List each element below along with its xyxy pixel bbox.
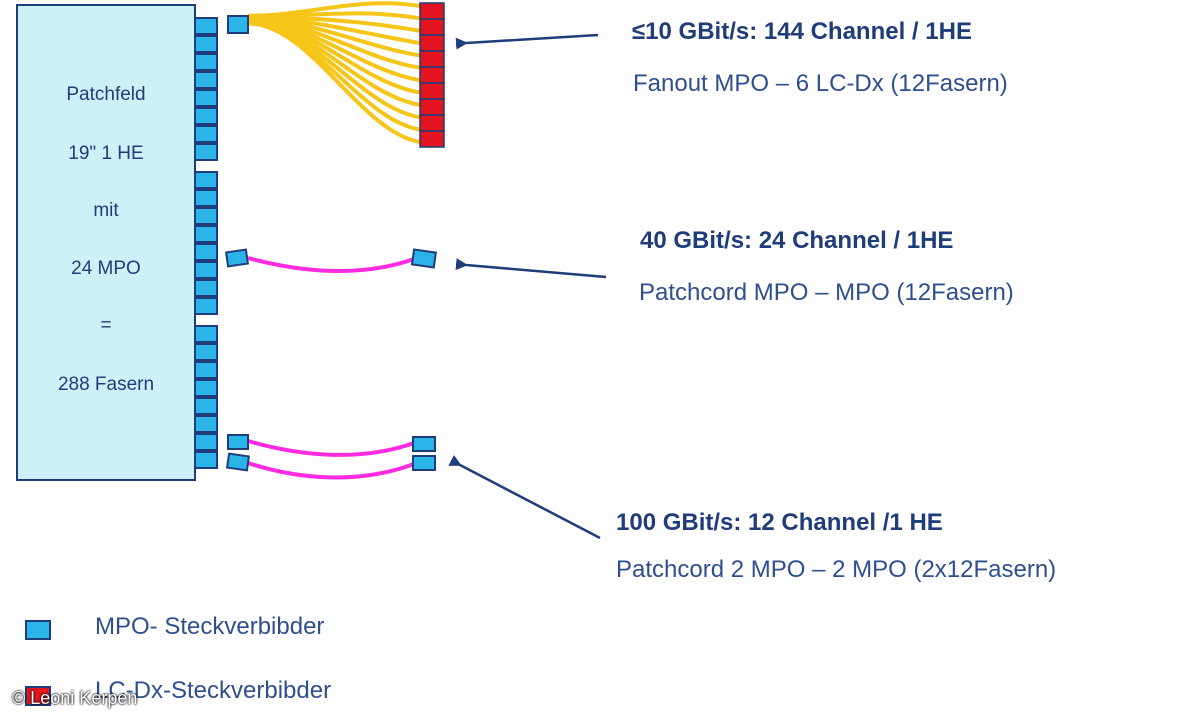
patchcord-100g-connector-right-bottom xyxy=(412,455,436,471)
lc-dx-connector xyxy=(419,82,445,100)
legend-mpo-swatch xyxy=(25,620,51,640)
mpo-port xyxy=(194,279,218,297)
mpo-port xyxy=(194,343,218,361)
fanout-fiber xyxy=(247,21,421,144)
arrow-40g xyxy=(455,258,607,279)
panel-label-equals: = xyxy=(100,315,112,336)
arrow-10g xyxy=(455,33,599,50)
mpo-port xyxy=(194,125,218,143)
lc-dx-connector-column xyxy=(419,2,445,148)
option-40g-detail: Patchcord MPO – MPO (12Fasern) xyxy=(639,279,1014,306)
mpo-port xyxy=(194,171,218,189)
mpo-port xyxy=(194,261,218,279)
lc-dx-connector xyxy=(419,50,445,68)
mpo-port xyxy=(194,325,218,343)
panel-label-size: 19" 1 HE xyxy=(68,143,144,164)
panel-label-mpo-count: 24 MPO xyxy=(71,258,141,279)
mpo-port xyxy=(194,189,218,207)
lc-dx-connector xyxy=(419,98,445,116)
lc-dx-connector xyxy=(419,34,445,52)
patch-panel xyxy=(16,4,196,481)
arrow-100g xyxy=(448,455,601,540)
mpo-port xyxy=(194,107,218,125)
fanout-mpo-connector xyxy=(227,15,249,34)
panel-label-fibers: 288 Fasern xyxy=(57,374,155,395)
lc-dx-connector xyxy=(419,66,445,84)
mpo-port xyxy=(194,143,218,161)
mpo-port xyxy=(194,451,218,469)
lc-dx-connector xyxy=(419,130,445,148)
option-100g-detail: Patchcord 2 MPO – 2 MPO (2x12Fasern) xyxy=(616,556,1057,583)
lc-dx-connector xyxy=(419,18,445,36)
patchcord-100g-fiber-bottom xyxy=(247,461,415,480)
lc-dx-connector xyxy=(419,114,445,132)
legend-lc-swatch xyxy=(25,686,51,706)
mpo-port xyxy=(194,379,218,397)
panel-label-mit: mit xyxy=(93,200,119,221)
patchcord-40g-fiber xyxy=(247,256,415,273)
mpo-port xyxy=(194,207,218,225)
patchcord-100g-connector-right-top xyxy=(412,436,436,452)
mpo-port-column xyxy=(194,17,218,469)
mpo-port xyxy=(194,225,218,243)
mpo-port xyxy=(194,17,218,35)
mpo-port xyxy=(194,243,218,261)
mpo-port xyxy=(194,89,218,107)
mpo-port xyxy=(194,71,218,89)
lc-dx-connector xyxy=(419,2,445,20)
mpo-port xyxy=(194,53,218,71)
option-40g-heading: 40 GBit/s: 24 Channel / 1HE xyxy=(640,227,954,254)
mpo-port xyxy=(194,361,218,379)
legend-mpo-label: MPO- Steckverbibder xyxy=(95,613,325,640)
option-10g-detail: Fanout MPO – 6 LC-Dx (12Fasern) xyxy=(633,70,1008,97)
option-100g-heading: 100 GBit/s: 12 Channel /1 HE xyxy=(616,509,943,536)
mpo-port xyxy=(194,35,218,53)
patchcord-40g-connector-right xyxy=(410,248,437,269)
patchcord-40g-connector-left xyxy=(224,248,250,268)
option-10g-heading: ≤10 GBit/s: 144 Channel / 1HE xyxy=(632,18,972,45)
fanout-fiber-bundle xyxy=(247,1,421,144)
patchcord-100g-connector-left-bottom xyxy=(225,452,251,472)
patchcord-100g-fiber-top xyxy=(247,439,415,457)
panel-label-patchfeld: Patchfeld xyxy=(66,84,146,105)
mpo-port xyxy=(194,297,218,315)
legend-lc-label: LC-Dx-Steckverbibder xyxy=(95,677,332,704)
mpo-port xyxy=(194,433,218,451)
photo-credit: © Leoni Kerpen xyxy=(12,688,138,708)
mpo-port xyxy=(194,397,218,415)
patchcord-100g-connector-left-top xyxy=(227,434,249,450)
mpo-port xyxy=(194,415,218,433)
